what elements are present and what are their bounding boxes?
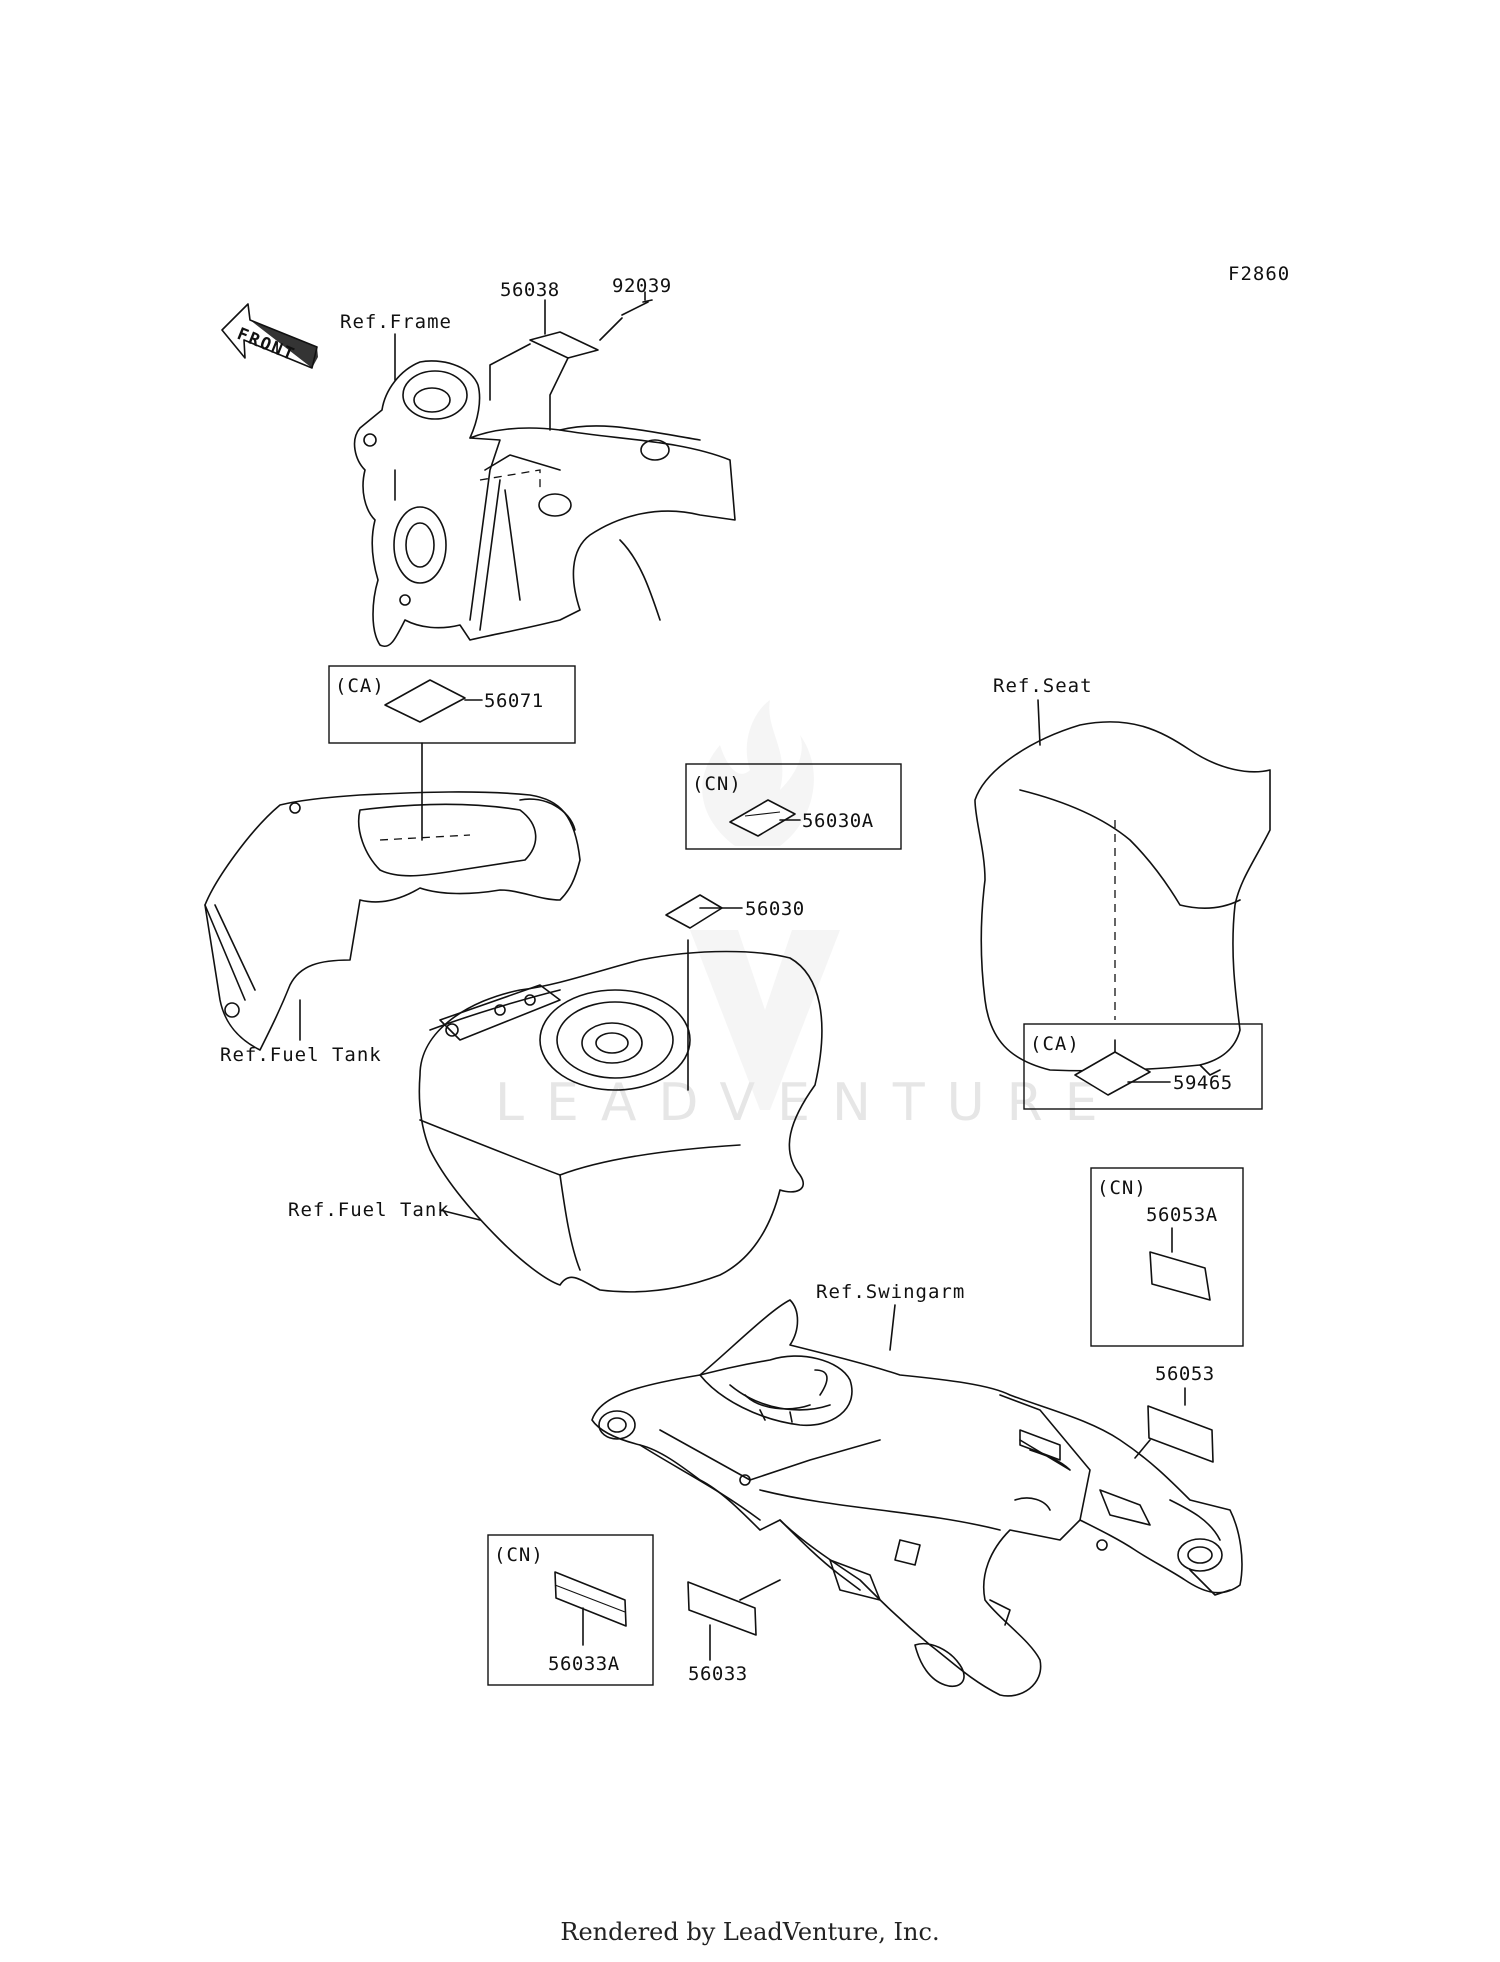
part-56053: 56053: [1155, 1363, 1215, 1385]
label-56030a-shape: [729, 799, 796, 837]
front-arrow-icon: FRONT: [221, 303, 318, 369]
watermark-text: LEADVENTURE: [495, 1073, 1120, 1133]
ca-box-59465-region: (CA): [1030, 1033, 1080, 1055]
screw-92039-icon: [621, 299, 653, 316]
part-56030: 56030: [745, 898, 805, 920]
ref-seat: Ref.Seat: [993, 675, 1093, 697]
cn-box-56030a-region: (CN): [692, 773, 742, 795]
label-56030a-line: [744, 811, 781, 817]
label-56053-shape: [1147, 1405, 1214, 1463]
frame-drawing: [353, 360, 736, 647]
ref-fuel-tank-upper: Ref.Fuel Tank: [220, 1044, 382, 1066]
ref-fuel-tank-lower: Ref.Fuel Tank: [288, 1199, 450, 1221]
ref-swingarm: Ref.Swingarm: [816, 1281, 965, 1303]
leader-56033-swingarm: [739, 1579, 781, 1601]
ca-box-56071-region: (CA): [335, 675, 385, 697]
part-92039: 92039: [612, 275, 672, 297]
leader-56053: [1134, 1439, 1151, 1459]
leader-92039: [599, 291, 646, 341]
figure-code: F2860: [1228, 263, 1290, 285]
label-56038-shape: [529, 331, 599, 359]
cn-box-56030a: [685, 763, 902, 850]
ca-box-56071: [328, 665, 576, 744]
leader-ref-fuel-tank-lower: [439, 1209, 481, 1221]
ref-frame: Ref.Frame: [340, 311, 452, 333]
swingarm-drawing: [591, 1299, 1243, 1697]
label-56053a-shape: [1149, 1251, 1211, 1301]
cn-box-56033a: [487, 1534, 654, 1686]
footer-credit: Rendered by LeadVenture, Inc.: [560, 1918, 940, 1946]
part-56038: 56038: [500, 279, 560, 301]
label-56030-shape: [665, 894, 723, 929]
leader-56038: [489, 299, 569, 431]
leader-ref-swingarm: [889, 1304, 896, 1351]
part-56053a: 56053A: [1146, 1204, 1218, 1226]
seat-drawing: [974, 721, 1271, 1076]
part-56030a: 56030A: [802, 810, 874, 832]
label-56071-shape: [384, 679, 466, 723]
fuel-tank-drawing: [418, 950, 823, 1293]
ca-box-59465: [1023, 1023, 1263, 1110]
label-56033-shape: [687, 1581, 757, 1636]
part-56033: 56033: [688, 1663, 748, 1685]
label-56033a-line: [554, 1584, 626, 1613]
leader-ref-seat: [1037, 699, 1041, 746]
part-56033a: 56033A: [548, 1653, 620, 1675]
part-59465: 59465: [1173, 1072, 1233, 1094]
part-56071: 56071: [484, 690, 544, 712]
cn-box-56053a: [1090, 1167, 1244, 1347]
fuel-tank-cover-drawing: [204, 791, 581, 1051]
label-59465-shape: [1074, 1051, 1151, 1096]
cn-box-56033a-region: (CN): [494, 1544, 544, 1566]
cn-box-56053a-region: (CN): [1097, 1177, 1147, 1199]
